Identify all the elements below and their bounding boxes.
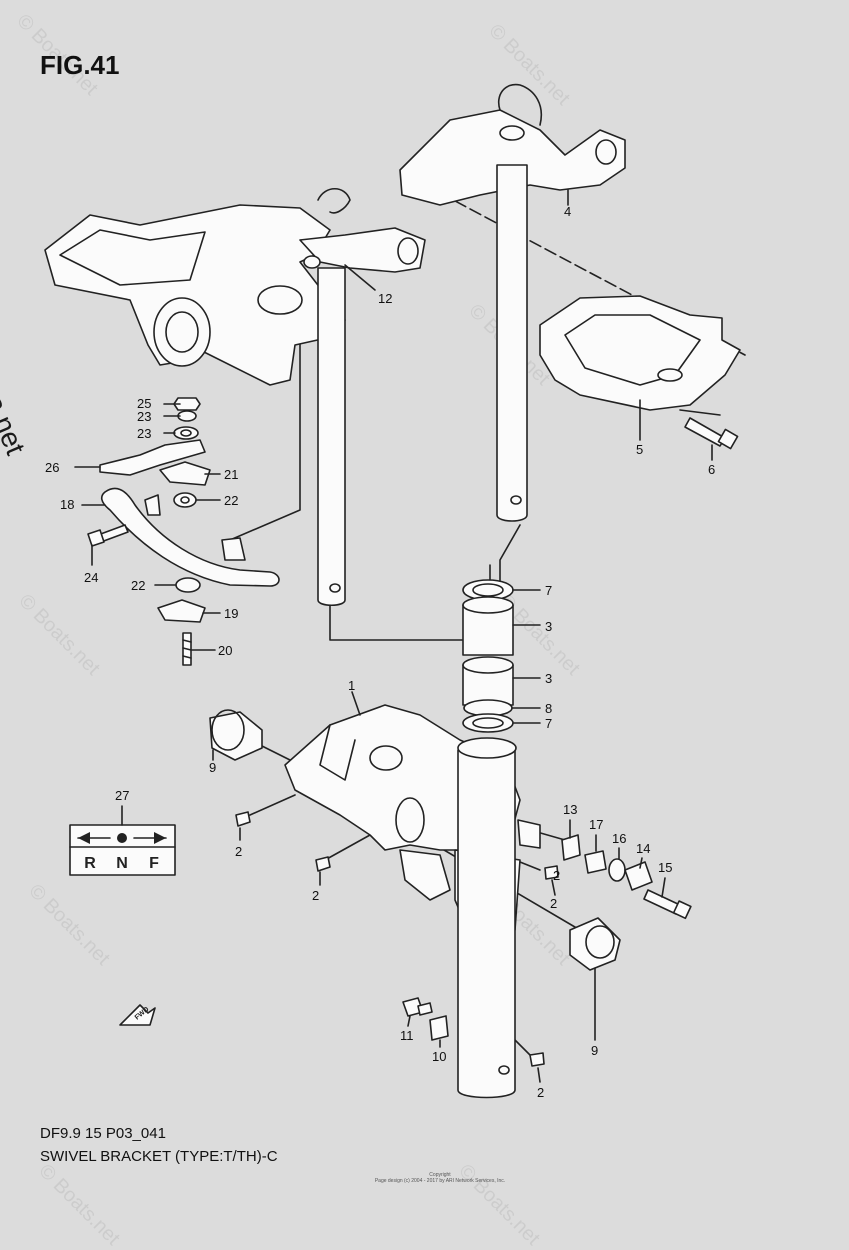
callout-8: 8 xyxy=(545,701,552,716)
callout-3: 3 xyxy=(545,619,552,634)
callout-10: 10 xyxy=(432,1049,446,1064)
callout-18: 18 xyxy=(60,497,74,512)
callout-9: 9 xyxy=(209,760,216,775)
decal-letter-n: N xyxy=(116,855,128,872)
callout-2: 2 xyxy=(537,1085,544,1100)
callout-13: 13 xyxy=(563,802,577,817)
right-swivel-shaft xyxy=(496,164,528,522)
callout-4: 4 xyxy=(564,204,571,219)
steering-tube xyxy=(457,737,517,1099)
callout-15: 15 xyxy=(658,860,672,875)
figure-title: FIG.41 xyxy=(40,50,120,80)
part-9-bushing-left xyxy=(209,709,263,761)
callout-7: 7 xyxy=(545,716,552,731)
callout-20: 20 xyxy=(218,643,232,658)
callout-17: 17 xyxy=(589,817,603,832)
callout-5: 5 xyxy=(636,442,643,457)
callout-24: 24 xyxy=(84,570,98,585)
part-12-upper-bracket xyxy=(44,187,426,386)
bushing-stack xyxy=(462,579,514,733)
callout-labels: 1 2 2 2 2 2 3 3 4 5 6 7 7 8 9 9 10 11 12… xyxy=(45,204,715,1100)
callout-27: 27 xyxy=(115,788,129,803)
part-5-cover xyxy=(539,295,741,411)
decal-letter-f: F xyxy=(149,855,159,872)
model-code: DF9.9 15 P03_041 xyxy=(40,1125,166,1142)
callout-9: 9 xyxy=(591,1043,598,1058)
copyright-notice: Copyright Page design (c) 2004 - 2017 by… xyxy=(370,1172,510,1184)
callout-7: 7 xyxy=(545,583,552,598)
part-27-shift-decal: R N F xyxy=(69,824,176,876)
left-swivel-shaft xyxy=(317,267,346,607)
part-4-swivel-bracket xyxy=(399,83,626,206)
diagram-caption: SWIVEL BRACKET (TYPE:T/TH)-C xyxy=(40,1148,278,1165)
exploded-parts-diagram: R N F FWD xyxy=(44,83,746,1100)
callout-leaders xyxy=(74,189,713,1083)
callout-2: 2 xyxy=(312,888,319,903)
copyright-line: Page design (c) 2004 - 2017 by ARI Netwo… xyxy=(374,1178,506,1184)
callout-23: 23 xyxy=(137,409,151,424)
callout-25: 25 xyxy=(137,396,151,411)
callout-2: 2 xyxy=(553,868,560,883)
part-9-bushing-right xyxy=(569,917,621,971)
callout-3: 3 xyxy=(545,671,552,686)
parts-10-11 xyxy=(402,997,449,1041)
callout-6: 6 xyxy=(708,462,715,477)
fwd-arrow-icon: FWD xyxy=(119,1004,156,1026)
callout-26: 26 xyxy=(45,460,59,475)
decal-letter-r: R xyxy=(84,855,96,872)
callout-23: 23 xyxy=(137,426,151,441)
copyright-line: Copyright xyxy=(429,1172,451,1178)
part-2-grease-fittings xyxy=(235,811,559,1067)
callout-19: 19 xyxy=(224,606,238,621)
callout-16: 16 xyxy=(612,831,626,846)
callout-14: 14 xyxy=(636,841,650,856)
small-parts-cluster xyxy=(87,397,280,666)
callout-2: 2 xyxy=(235,844,242,859)
callout-21: 21 xyxy=(224,467,238,482)
callout-22: 22 xyxy=(224,493,238,508)
part-6-bolt xyxy=(684,417,739,450)
callout-1: 1 xyxy=(348,678,355,693)
callout-2: 2 xyxy=(550,896,557,911)
callout-22: 22 xyxy=(131,578,145,593)
parts-13-to-17 xyxy=(561,834,692,920)
callout-11: 11 xyxy=(400,1028,414,1043)
callout-12: 12 xyxy=(378,291,392,306)
